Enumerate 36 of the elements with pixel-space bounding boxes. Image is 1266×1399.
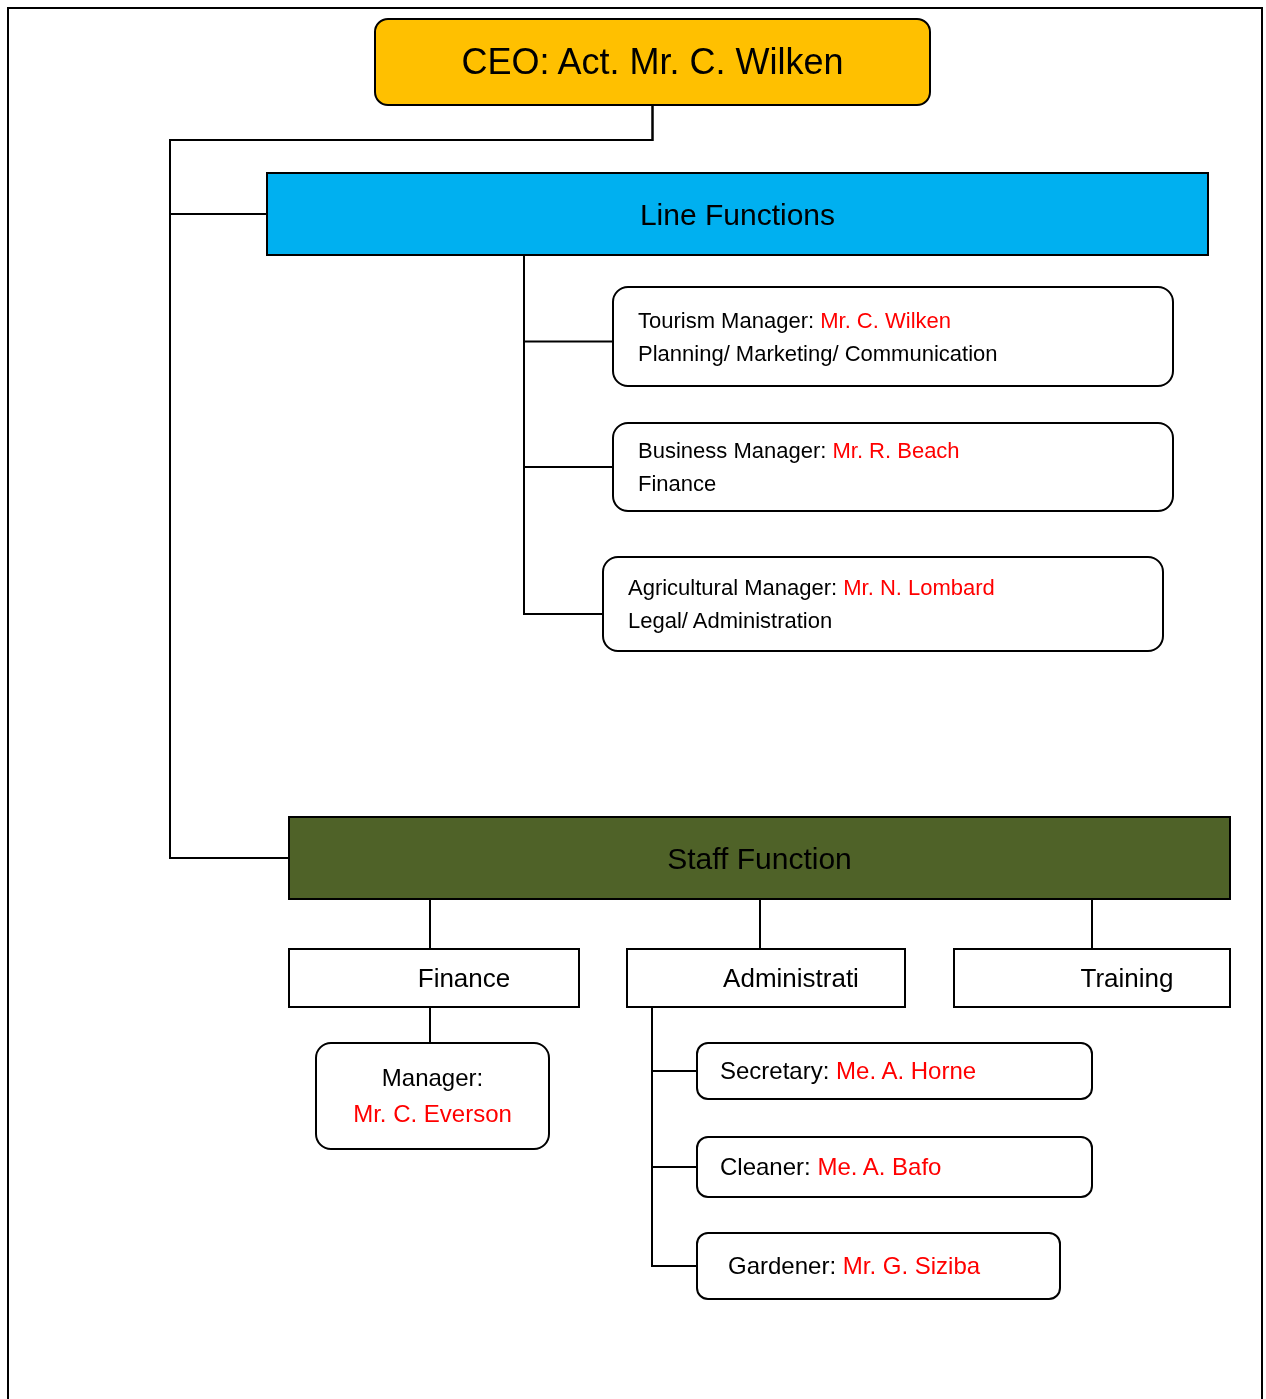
person-name: Mr. C. Everson [352,1099,513,1129]
connector-line [1091,899,1093,949]
role-and-name: Agricultural Manager: Mr. N. Lombard [628,574,996,602]
duties-text: Legal/ Administration [628,607,834,635]
org-box [953,948,1231,1008]
role-and-name: Gardener: Mr. G. Siziba [728,1251,982,1281]
connector-line [169,105,654,859]
connector-line [651,1007,697,1267]
role-and-name: Business Manager: Mr. R. Beach [638,437,961,465]
org-box [374,18,931,106]
box-label: Finance [416,961,512,995]
person-box [696,1232,1061,1300]
box-label: Training [1079,961,1175,995]
connector-line [429,1007,431,1043]
org-box [288,948,580,1008]
org-box [266,172,1209,256]
box-label: Line Functions [638,196,837,233]
connector-line [759,899,761,949]
connector-line [429,899,431,949]
person-box [612,422,1174,512]
org-box [626,948,906,1008]
person-box [696,1136,1093,1198]
duties-text: Planning/ Marketing/ Communication [638,339,999,368]
box-label: Administrati [722,961,860,995]
box-label: Manager: [380,1063,485,1093]
person-box [315,1042,550,1150]
person-box [602,556,1164,652]
role-and-name: Secretary: Me. A. Horne [720,1056,978,1086]
duties-text: Finance [638,470,718,498]
person-box [612,286,1174,387]
role-and-name: Tourism Manager: Mr. C. Wilken [638,306,952,335]
role-and-name: Cleaner: Me. A. Bafo [720,1152,943,1182]
person-box [696,1042,1093,1100]
org-box [288,816,1231,900]
box-label: CEO: Act. Mr. C. Wilken [460,40,845,84]
box-label: Staff Function [666,840,853,877]
